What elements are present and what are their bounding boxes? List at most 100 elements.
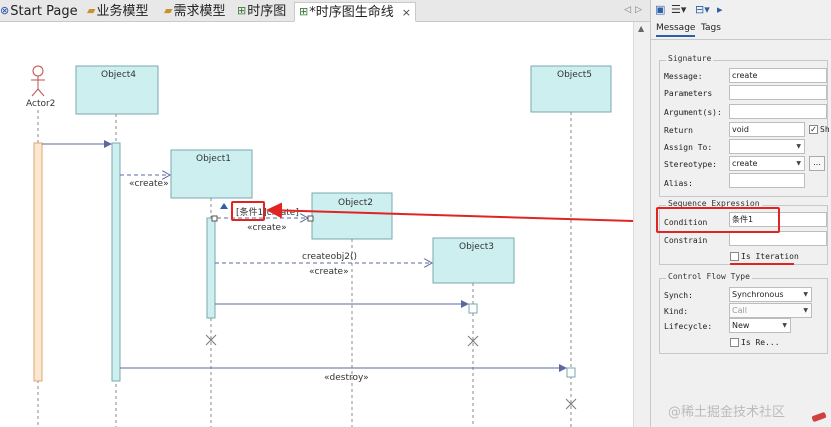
lifecycle-label: Lifecycle: (664, 322, 713, 331)
chevron-down-icon: ▼ (796, 160, 801, 167)
chevron-down-icon: ▼ (782, 322, 787, 329)
object-label: Object5 (557, 70, 592, 80)
document-tab-bar: ⊗Start Page ▰业务模型 ▰需求模型 ⊞时序图 ⊞*时序图生命线× ◁… (0, 0, 650, 22)
selection-handle[interactable] (211, 215, 218, 222)
is-return-checkbox[interactable] (730, 338, 739, 347)
object-label: Object1 (196, 154, 231, 164)
tab-scroll-arrows-icon[interactable]: ◁▷ (624, 5, 646, 15)
annotation-arrow (266, 202, 633, 222)
activation-object5[interactable] (566, 367, 576, 378)
scroll-up-icon[interactable]: ▲ (638, 24, 645, 33)
arguments-field[interactable] (729, 104, 827, 119)
tab-label: *时序图生命线 (309, 5, 394, 20)
vertical-scrollbar[interactable]: ▲ (633, 22, 650, 427)
parameters-label: Parameters (664, 89, 713, 98)
sequence-diagram-icon: ⊞ (237, 4, 247, 17)
lifeline-object5[interactable]: Object5 (530, 65, 612, 113)
chevron-down-icon: ▼ (803, 307, 808, 314)
constrain-label: Constrain (664, 236, 708, 245)
panel-tabs: Message Tags (651, 20, 831, 40)
arguments-label: Argument(s): (664, 108, 722, 117)
is-iteration-label: Is Iteration (741, 252, 799, 261)
chevron-down-icon: ▼ (803, 291, 808, 298)
message-label: «create» (247, 223, 287, 233)
is-return-label: Is Re... (741, 338, 780, 347)
assign-to-dropdown[interactable]: ▼ (729, 139, 805, 154)
play-icon[interactable]: ▸ (717, 3, 723, 16)
tab-business-model[interactable]: ▰业务模型 (87, 2, 148, 22)
lifeline-object3[interactable]: Object3 (432, 237, 515, 284)
sequence-diagram-icon: ⊞ (299, 5, 309, 18)
start-page-icon: ⊗ (0, 4, 10, 17)
stereotype-browse-button[interactable]: ... (809, 156, 825, 171)
lifeline-object2[interactable]: Object2 (311, 192, 393, 240)
selection-up-arrow-icon (220, 203, 228, 209)
tab-tags[interactable]: Tags (701, 23, 721, 33)
activation-object3[interactable] (468, 303, 478, 314)
annotation-underline-is-iteration (730, 263, 794, 265)
return-field[interactable]: void (729, 122, 805, 137)
stereotype-value: create (732, 159, 758, 168)
assign-to-label: Assign To: (664, 143, 713, 152)
synch-label: Synch: (664, 291, 693, 300)
group-title: Control Flow Type (666, 272, 752, 281)
stereotype-dropdown[interactable]: create ▼ (729, 156, 805, 171)
sequence-diagram[interactable]: Actor2 Object4 Object1 Object2 (0, 22, 633, 427)
show-return-checkbox[interactable]: ✓ (809, 125, 818, 134)
kind-dropdown[interactable]: Call ▼ (729, 303, 812, 318)
tab-label: Start Page (10, 4, 78, 19)
diagram-canvas[interactable]: Actor2 Object4 Object1 Object2 (0, 22, 633, 427)
selection-handle[interactable] (307, 215, 314, 222)
tab-sequence-lifeline[interactable]: ⊞*时序图生命线 × (294, 2, 416, 22)
condition-label: Condition (664, 218, 708, 227)
menu-icon[interactable]: ☰▾ (671, 3, 687, 16)
activation-object1[interactable] (206, 217, 216, 319)
close-icon[interactable]: × (401, 6, 411, 19)
package-icon: ▰ (164, 4, 173, 17)
save-icon[interactable]: ▣ (655, 3, 666, 16)
alias-field[interactable] (729, 173, 805, 188)
destroy-mark-object5 (565, 398, 577, 410)
message-label: Message: (664, 72, 703, 81)
message-field[interactable]: create (729, 68, 827, 83)
message-label: «create» (309, 267, 349, 277)
tab-label: 时序图 (247, 4, 287, 19)
synch-dropdown[interactable]: Synchronous ▼ (729, 287, 812, 302)
message-label: createobj2() (302, 252, 357, 262)
parameters-field[interactable] (729, 85, 827, 100)
object-label: Object3 (459, 242, 494, 252)
actor-actor2[interactable]: Actor2 (26, 65, 55, 109)
is-iteration-checkbox[interactable] (730, 252, 739, 261)
panel-toolbar: ▣ ☰▾ ⊟▾ ▸ (651, 0, 831, 20)
lifecycle-dropdown[interactable]: New▼ (729, 318, 791, 333)
object-label: Object2 (338, 198, 373, 208)
group-title: Signature (666, 54, 714, 63)
destroy-mark-object3 (467, 335, 479, 347)
actor-label: Actor2 (26, 99, 55, 109)
activation-actor2[interactable] (33, 142, 43, 382)
annotation-highlight-condition-field (656, 207, 780, 233)
lifeline-object1[interactable]: Object1 (170, 149, 253, 199)
kind-label: Kind: (664, 307, 689, 316)
tab-label: 业务模型 (96, 4, 149, 19)
return-label: Return (664, 126, 693, 135)
lifeline-object4[interactable]: Object4 (75, 65, 159, 115)
tab-sequence-diagram[interactable]: ⊞时序图 (237, 2, 286, 22)
annotation-highlight-condition-label (231, 201, 265, 221)
kind-value: Call (732, 306, 747, 315)
constrain-field[interactable] (729, 231, 827, 246)
package-icon: ▰ (87, 4, 96, 17)
destroy-mark-object1 (205, 334, 217, 346)
tab-label: 需求模型 (173, 4, 226, 19)
watermark: @稀土掘金技术社区 (668, 405, 786, 420)
group-title: Sequence Expression (666, 199, 762, 208)
show-return-label: Sh (820, 125, 830, 134)
activation-object4[interactable] (111, 142, 121, 382)
object-label: Object4 (101, 70, 136, 80)
signature-group: Signature (659, 54, 828, 197)
tab-start-page[interactable]: ⊗Start Page (0, 2, 78, 22)
tab-requirement-model[interactable]: ▰需求模型 (164, 2, 225, 22)
synch-value: Synchronous (732, 290, 784, 299)
layout-icon[interactable]: ⊟▾ (695, 3, 710, 16)
tab-message[interactable]: Message (656, 23, 696, 37)
